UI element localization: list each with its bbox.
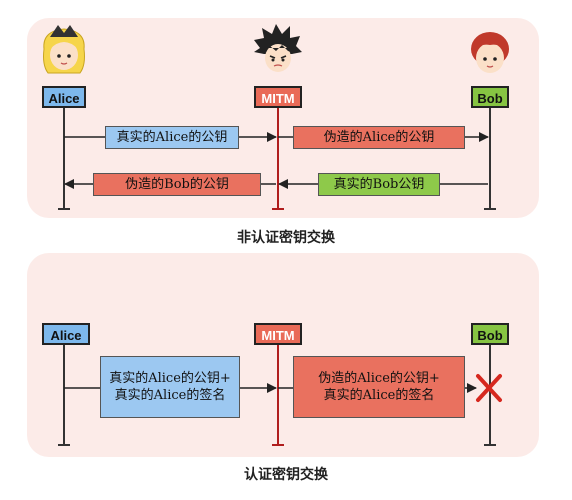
bob-avatar-icon [471, 32, 509, 73]
mitm-avatar-icon [254, 24, 302, 72]
msg-forged-alice-pubkey: 伪造的Alice的公钥 [293, 126, 465, 149]
mitm-lifeline [277, 106, 279, 210]
mitm-lifeline [277, 343, 279, 446]
msg-line-1: 伪造的Alice的公钥+ [318, 371, 440, 386]
caption-authenticated: 认证密钥交换 [244, 467, 328, 483]
msg-line-2: 真实的Alice的签名 [114, 388, 226, 403]
bob-lifeline [489, 343, 491, 446]
alice-name-tag: Alice [42, 323, 90, 345]
msg-forged-alice-pubkey-and-signature: 伪造的Alice的公钥+ 真实的Alice的签名 [293, 356, 465, 418]
bob-name-tag: Bob [471, 323, 509, 345]
alice-name-tag: Alice [42, 86, 86, 108]
alice-lifeline [63, 343, 65, 446]
msg-real-bob-pubkey: 真实的Bob公钥 [318, 173, 440, 196]
alice-avatar-icon [43, 25, 85, 74]
msg-forged-bob-pubkey: 伪造的Bob的公钥 [93, 173, 261, 196]
bob-lifeline [489, 106, 491, 210]
bob-name-tag: Bob [471, 86, 509, 108]
reject-cross-icon [476, 374, 502, 402]
bob-lifeline-end [484, 444, 496, 446]
mitm-lifeline-end [272, 444, 284, 446]
alice-lifeline [63, 106, 65, 210]
msg-line-1: 真实的Alice的公钥+ [109, 371, 231, 386]
mitm-name-tag: MITM [254, 86, 302, 108]
msg-real-alice-pubkey: 真实的Alice的公钥 [105, 126, 239, 149]
mitm-lifeline-end [272, 208, 284, 210]
caption-unauthenticated: 非认证密钥交换 [237, 230, 335, 246]
msg-real-alice-pubkey-and-signature: 真实的Alice的公钥+ 真实的Alice的签名 [100, 356, 240, 418]
mitm-name-tag: MITM [254, 323, 302, 345]
alice-lifeline-end [58, 208, 70, 210]
msg-line-2: 真实的Alice的签名 [323, 388, 435, 403]
bob-lifeline-end [484, 208, 496, 210]
authenticated-exchange-panel [27, 253, 539, 457]
alice-lifeline-end [58, 444, 70, 446]
